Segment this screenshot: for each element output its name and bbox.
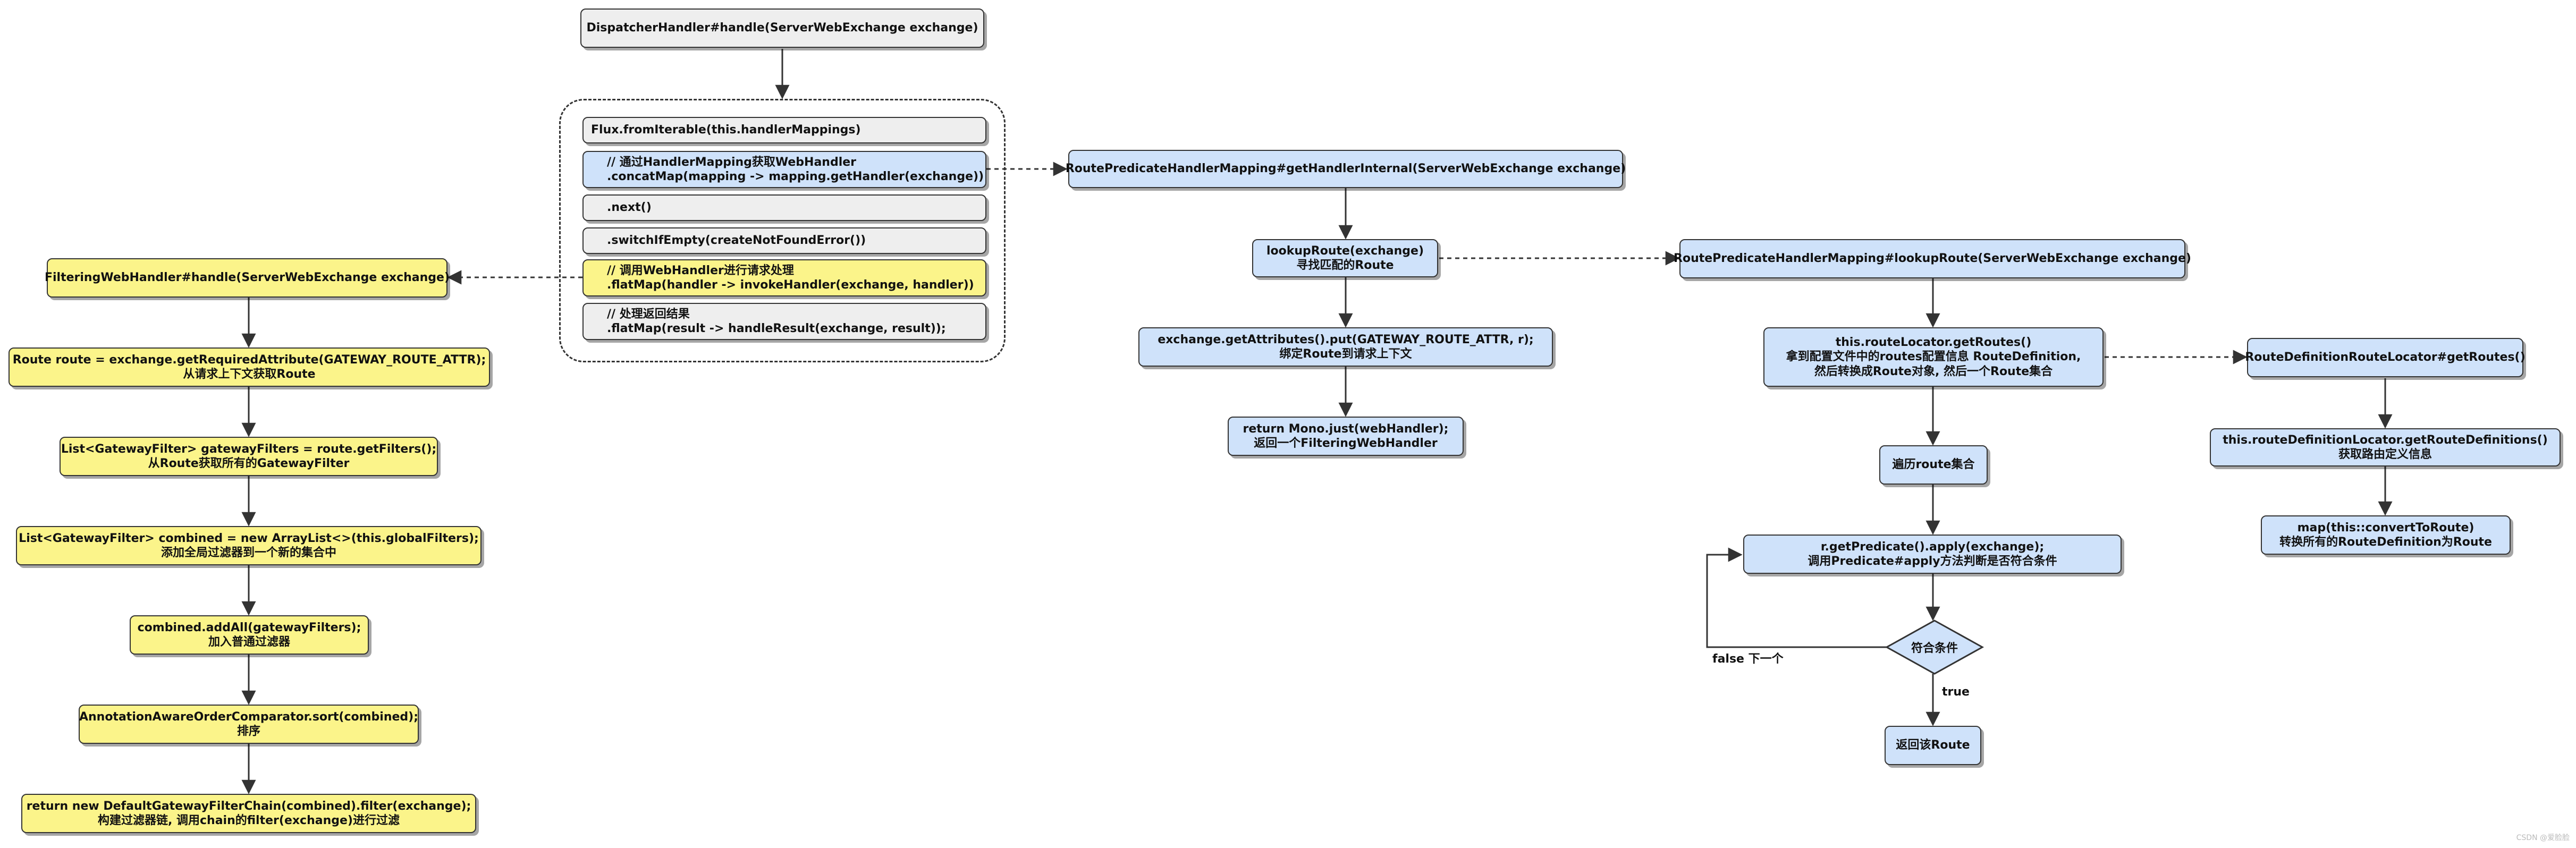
node-text: FilteringWebHandler#handle(ServerWebExch… [44,271,450,285]
node-text: DispatcherHandler#handle(ServerWebExchan… [586,21,978,35]
combined-filters-node: List<GatewayFilter> combined = new Array… [16,526,482,565]
node-text: List<GatewayFilter> gatewayFilters = rou… [61,442,437,456]
node-subtext: 从请求上下文获取Route [183,368,316,381]
node-text: .concatMap(mapping -> mapping.getHandler… [607,170,984,183]
edge-condition-false-loop [1706,547,1887,648]
node-text: Flux.fromIterable(this.handlerMappings) [591,123,861,137]
converttoroute-node: map(this::convertToRoute) 转换所有的RouteDefi… [2261,515,2511,555]
node-text: RouteDefinitionRouteLocator#getRoutes() [2245,351,2526,364]
routedefinitionroutelocator-node: RouteDefinitionRouteLocator#getRoutes() [2245,338,2526,377]
node-text: .switchIfEmpty(createNotFoundError()) [607,234,866,248]
node-subtext: 返回一个FilteringWebHandler [1254,437,1438,450]
node-subtext: 寻找匹配的Route [1296,259,1394,272]
node-text: 返回该Route [1896,739,1970,752]
dispatcher-chain-group [559,99,1006,362]
filteringwebhandler-node: FilteringWebHandler#handle(ServerWebExch… [44,258,450,298]
node-text: Route route = exchange.getRequiredAttrib… [12,353,486,367]
condition-diamond [1885,620,1984,675]
node-text: .flatMap(result -> handleResult(exchange… [607,322,946,335]
node-comment: // 处理返回结果 [607,307,690,321]
node-text: lookupRoute(exchange) [1266,244,1424,258]
flux-fromiterable-node: Flux.fromIterable(this.handlerMappings) [582,117,986,143]
node-subtext: 拿到配置文件中的routes配置信息 RouteDefinition, [1786,350,2081,364]
watermark: CSDN @爱脸脸 [2516,834,2570,842]
node-subtext: 绑定Route到请求上下文 [1279,347,1412,361]
node-text: this.routeLocator.getRoutes() [1835,335,2032,349]
dispatcher-handle-node: DispatcherHandler#handle(ServerWebExchan… [580,9,984,48]
getroutedefinitions-node: this.routeDefinitionLocator.getRouteDefi… [2210,428,2561,467]
true-label: true [1942,685,1970,699]
node-subtext: 排序 [237,725,260,738]
return-mono-node: return Mono.just(webHandler); 返回一个Filter… [1228,417,1464,456]
node-subtext: 构建过滤器链, 调用chain的filter(exchange)进行过滤 [97,814,400,827]
iterate-routes-node: 遍历route集合 [1879,445,1988,485]
flatmap-handleresult-node: // 处理返回结果 .flatMap(result -> handleResul… [582,303,986,340]
node-subtext: 添加全局过滤器到一个新的集合中 [161,546,336,559]
return-route-node: 返回该Route [1885,726,1981,765]
node-subtext: 调用Predicate#apply方法判断是否符合条件 [1808,555,2057,568]
node-text: RoutePredicateHandlerMapping#getHandlerI… [1065,162,1626,176]
node-subtext: 获取路由定义信息 [2338,448,2432,461]
get-filters-node: List<GatewayFilter> gatewayFilters = rou… [60,437,438,476]
node-text: map(this::convertToRoute) [2297,521,2474,535]
node-text: RoutePredicateHandlerMapping#lookupRoute… [1674,252,2191,266]
next-node: .next() [582,194,986,221]
node-subtext: 转换所有的RouteDefinition为Route [2279,536,2492,549]
node-text: return Mono.just(webHandler); [1243,422,1449,436]
node-text: 遍历route集合 [1892,458,1975,472]
lookuproute-method-node: RoutePredicateHandlerMapping#lookupRoute… [1674,239,2191,278]
node-text: return new DefaultGatewayFilterChain(com… [26,799,471,813]
node-comment: // 调用WebHandler进行请求处理 [607,264,794,277]
sort-node: AnnotationAwareOrderComparator.sort(comb… [79,705,419,744]
node-text: combined.addAll(gatewayFilters); [137,621,361,634]
node-text: this.routeDefinitionLocator.getRouteDefi… [2223,433,2548,447]
false-next-label: false 下一个 [1712,652,1784,666]
node-subtext: 从Route获取所有的GatewayFilter [148,457,350,470]
node-subtext: 加入普通过滤器 [208,635,290,649]
addall-node: combined.addAll(gatewayFilters); 加入普通过滤器 [130,615,369,655]
build-chain-node: return new DefaultGatewayFilterChain(com… [21,794,476,833]
get-route-attr-node: Route route = exchange.getRequiredAttrib… [9,347,490,387]
getroutes-node: this.routeLocator.getRoutes() 拿到配置文件中的ro… [1763,327,2104,387]
node-text: exchange.getAttributes().put(GATEWAY_ROU… [1158,333,1534,346]
switchifempty-node: .switchIfEmpty(createNotFoundError()) [582,227,986,254]
node-text: .flatMap(handler -> invokeHandler(exchan… [607,278,974,292]
node-text: List<GatewayFilter> combined = new Array… [19,531,479,545]
node-comment: // 通过HandlerMapping获取WebHandler [607,155,857,169]
node-subtext: 然后转换成Route对象, 然后一个Route集合 [1814,364,2053,378]
lookuproute-call-node: lookupRoute(exchange) 寻找匹配的Route [1252,239,1438,277]
condition-label: 符合条件 [1911,642,1958,655]
gethandlerinternal-node: RoutePredicateHandlerMapping#getHandlerI… [1065,150,1626,188]
flatmap-invokehandler-node: // 调用WebHandler进行请求处理 .flatMap(handler -… [582,259,986,296]
node-text: .next() [607,201,652,215]
predicate-apply-node: r.getPredicate().apply(exchange); 调用Pred… [1743,535,2122,574]
node-text: r.getPredicate().apply(exchange); [1820,540,2045,554]
concatmap-node: // 通过HandlerMapping获取WebHandler .concatM… [582,151,986,188]
put-route-attr-node: exchange.getAttributes().put(GATEWAY_ROU… [1138,327,1553,367]
node-text: AnnotationAwareOrderComparator.sort(comb… [79,710,419,724]
